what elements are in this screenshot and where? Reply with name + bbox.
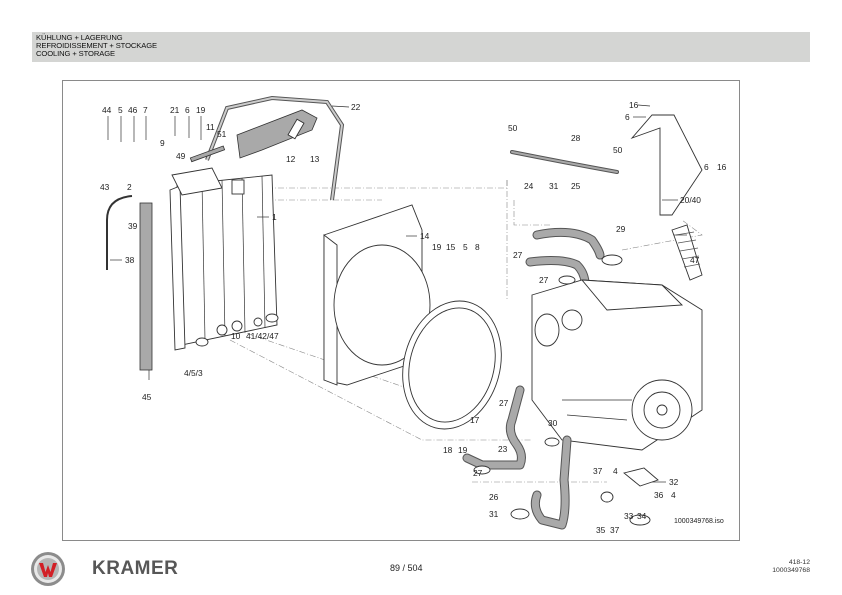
diagram-frame [62,80,740,541]
callout-19c: 19 [458,445,468,455]
callout-4: 4 [613,466,618,476]
seal-strip-45 [139,202,153,371]
callout-25: 25 [571,181,581,191]
callout-20-40: 20/40 [680,195,701,205]
callout-17: 17 [470,415,480,425]
callout-12: 12 [286,154,296,164]
kramer-logo-icon [31,552,65,586]
callout-50: 50 [508,123,518,133]
callout-8: 8 [475,242,480,252]
callout-1: 1 [272,212,277,222]
grille-47 [671,224,703,281]
callout-31: 31 [549,181,559,191]
callout-22: 22 [351,102,361,112]
callout-27d: 27 [473,468,483,478]
callout-19: 19 [196,105,206,115]
callout-7: 7 [143,105,148,115]
callout-4b: 4 [671,490,676,500]
callout-37: 37 [593,466,603,476]
callout-32: 32 [669,477,679,487]
callout-labels: 44 5 46 7 21 6 19 11 51 9 49 43 2 22 12 … [100,100,727,535]
callout-43: 43 [100,182,110,192]
callout-33: 33 [624,511,634,521]
radiator [169,167,279,351]
callout-39: 39 [128,221,138,231]
fan-shroud [323,204,431,386]
callout-16: 16 [629,100,639,110]
callout-13: 13 [310,154,320,164]
callout-45: 45 [142,392,152,402]
doc-ref-line2: 1000349768 [772,567,810,574]
callout-37b: 37 [610,525,620,535]
callout-6c: 6 [704,162,709,172]
callout-47: 47 [690,255,700,265]
callout-35: 35 [596,525,606,535]
title-german: KÜHLUNG + LAGERUNG [36,33,123,42]
callout-10: 10 [231,331,241,341]
callout-11: 11 [206,122,215,132]
callout-49: 49 [176,151,186,161]
engine [531,279,703,451]
callout-29: 29 [616,224,626,234]
callout-6: 6 [185,105,190,115]
pin-13 [287,118,305,140]
callout-15: 15 [446,242,456,252]
title-english: COOLING + STORAGE [36,49,115,58]
callout-5b: 5 [463,242,468,252]
callout-41-42-47: 41/42/47 [246,331,279,341]
callout-34: 34 [637,511,647,521]
exploded-parts-diagram: .ln { stroke:#333; stroke-width:0.7; fil… [100,95,727,535]
plate-12 [236,109,318,159]
callout-2: 2 [127,182,132,192]
callout-18: 18 [443,445,453,455]
page-indicator: 89 / 504 [390,563,423,573]
callout-38: 38 [125,255,135,265]
callout-50b: 50 [613,145,623,155]
callout-30: 30 [548,418,558,428]
title-french: REFROIDISSEMENT + STOCKAGE [36,41,157,50]
bracket-20-40 [630,114,703,216]
section-header: KÜHLUNG + LAGERUNG REFROIDISSEMENT + STO… [32,32,810,62]
callout-4-5-3: 4/5/3 [184,368,203,378]
callout-26: 26 [489,492,499,502]
bracket-32 [623,467,659,487]
strip-11 [189,145,226,163]
callout-28: 28 [571,133,581,143]
callout-14: 14 [420,231,430,241]
callout-51: 51 [217,129,227,139]
callout-27: 27 [513,250,523,260]
callout-24: 24 [524,181,534,191]
callout-6b: 6 [625,112,630,122]
callout-44: 44 [102,105,112,115]
callout-23: 23 [498,444,508,454]
callout-5: 5 [118,105,123,115]
callout-31b: 31 [489,509,499,519]
doc-ref-line1: 418-12 [788,559,810,566]
callout-19b: 19 [432,242,442,252]
hose-clamps [473,254,651,526]
hose-38 [106,195,133,270]
brand-name: KRAMER [92,558,179,579]
callout-27c: 27 [499,398,509,408]
callout-21: 21 [170,105,180,115]
callout-9: 9 [160,138,165,148]
fan-ring [402,300,502,430]
callout-46: 46 [128,105,138,115]
callout-36: 36 [654,490,664,500]
callout-27b: 27 [539,275,549,285]
callout-16b: 16 [717,162,727,172]
diagram-image-id: 1000349768.iso [674,518,724,525]
document-reference: 418-12 1000349768 [772,559,810,575]
